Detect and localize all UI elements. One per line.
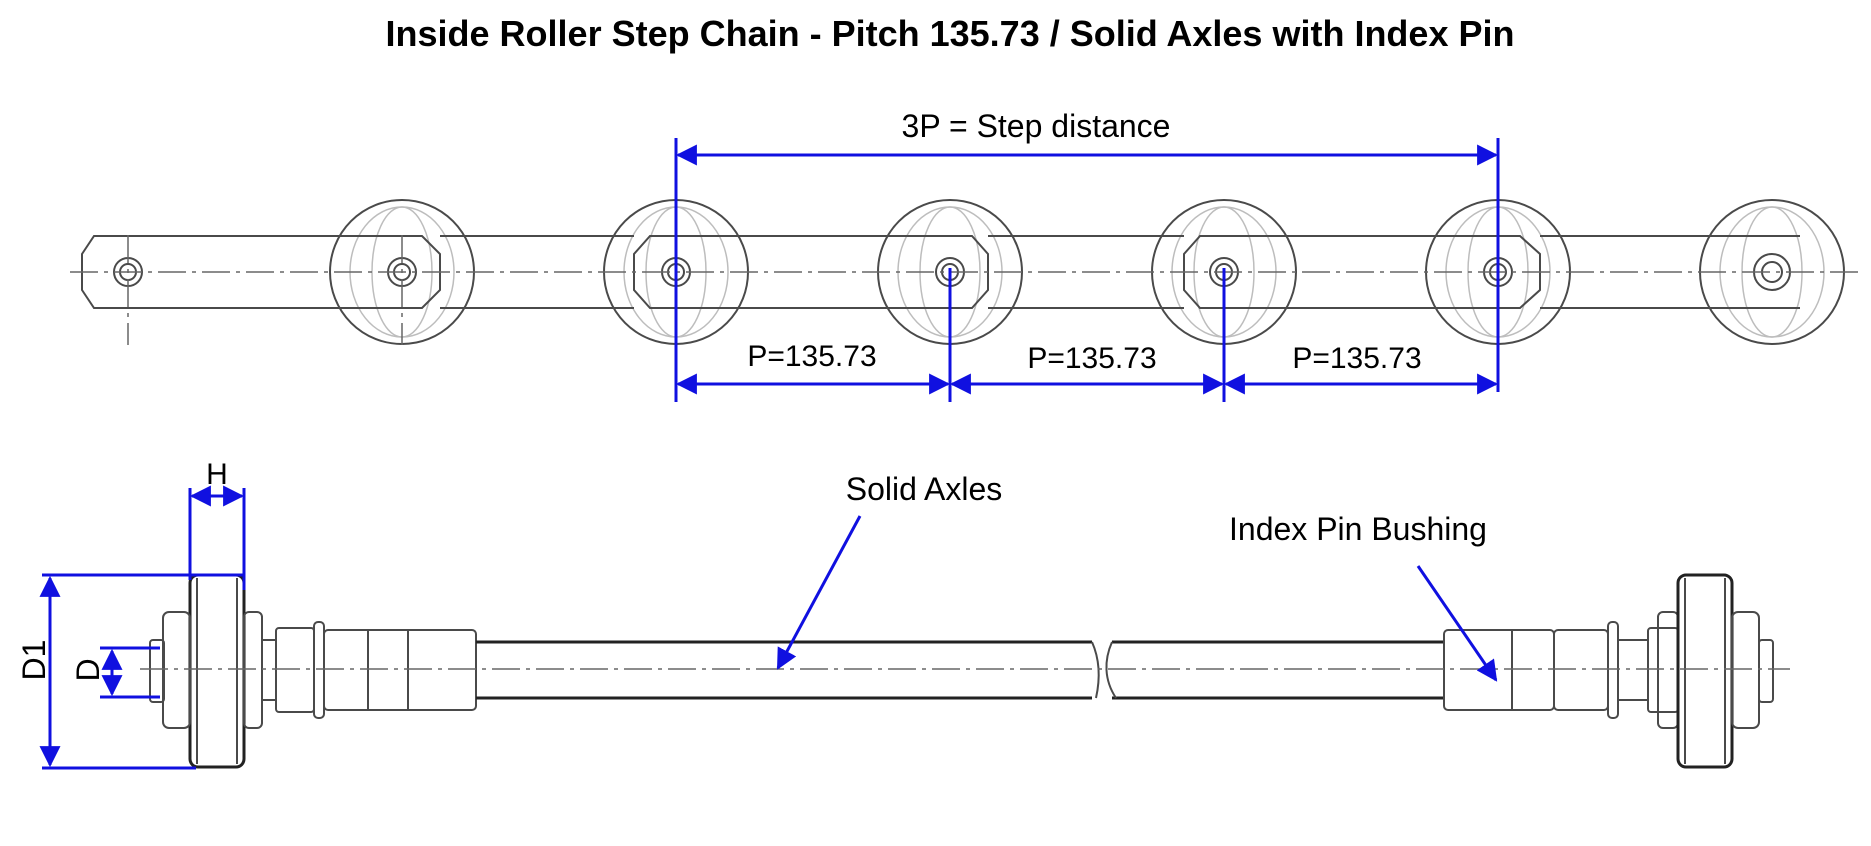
solid-axles-leader (776, 515, 862, 670)
top-dimensions: 3P = Step distance P=135.73 P=135.73 P=1… (674, 108, 1500, 402)
solid-axles-label: Solid Axles (846, 471, 1003, 507)
left-roller (149, 573, 315, 769)
right-fitting (1443, 621, 1679, 719)
index-pin-leader (1416, 565, 1498, 682)
h-dimension-label: H (206, 458, 228, 491)
pitch-label: P=135.73 (1027, 342, 1156, 375)
index-pin-bushing-label: Index Pin Bushing (1229, 511, 1487, 547)
chain-top-view (70, 199, 1860, 345)
d1-dimension-label: D1 (16, 640, 52, 681)
right-roller (1657, 573, 1774, 769)
pitch-label: P=135.73 (747, 340, 876, 373)
side-dimensions: H D1 D Solid Axles Index Pin Bushing (16, 458, 1498, 770)
left-fitting (313, 621, 477, 719)
chain-plates (81, 235, 1800, 309)
axle-side-view (140, 573, 1790, 769)
diagram-title: Inside Roller Step Chain - Pitch 135.73 … (386, 13, 1515, 54)
d-dimension-label: D (70, 658, 106, 681)
step-distance-label: 3P = Step distance (902, 108, 1171, 144)
axle-tube-right (1105, 640, 1444, 700)
axle-tube-left (476, 640, 1100, 700)
pitch-label: P=135.73 (1292, 342, 1421, 375)
